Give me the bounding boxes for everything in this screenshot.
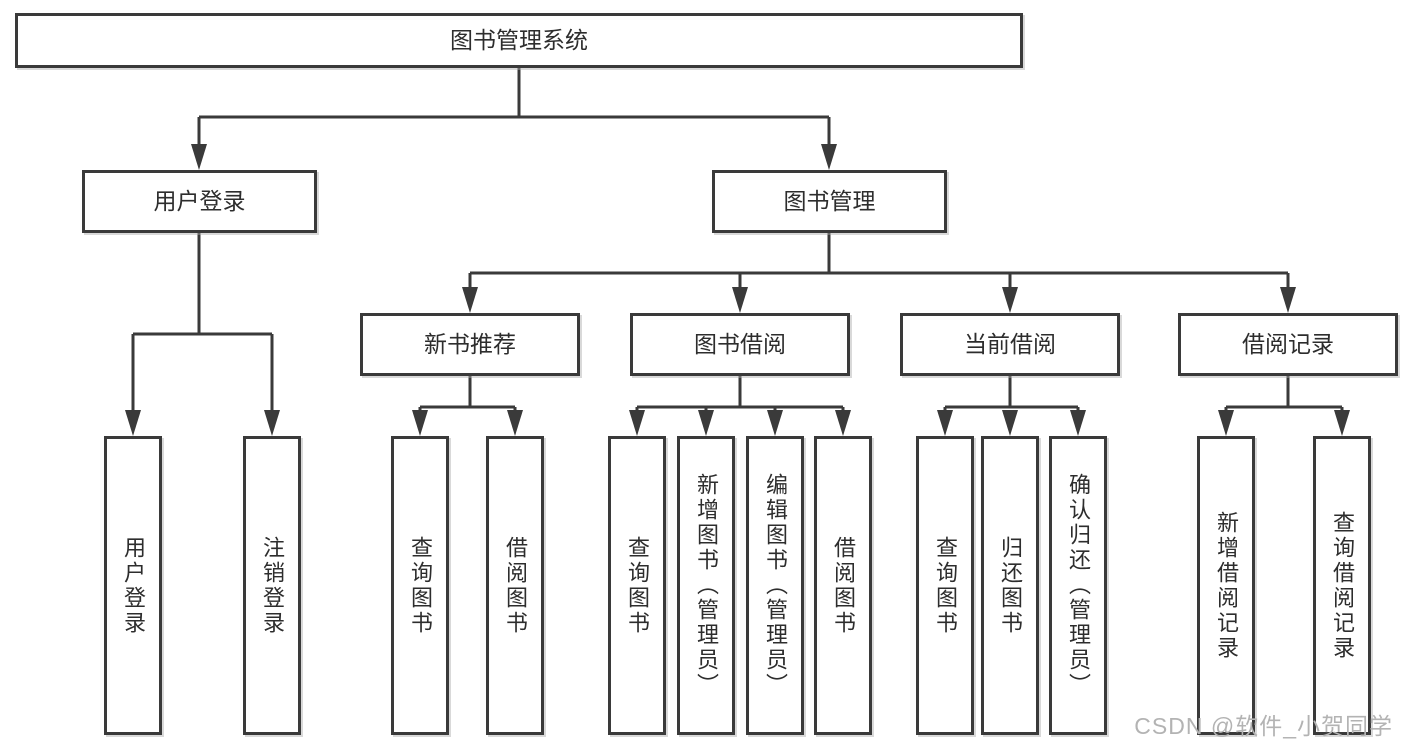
leaf-logout-label: 注销登录 [260, 535, 285, 636]
leaf-add-books-admin: 新增图书（管理员） [677, 436, 735, 735]
node-book-borrow: 图书借阅 [630, 313, 850, 376]
node-borrow-records: 借阅记录 [1178, 313, 1398, 376]
leaf-logout: 注销登录 [243, 436, 301, 735]
leaf-query-books-current-label: 查询图书 [933, 535, 958, 636]
leaf-confirm-return-admin: 确认归还（管理员） [1049, 436, 1107, 735]
node-user-login-label: 用户登录 [153, 188, 246, 214]
node-book-management: 图书管理 [712, 170, 947, 233]
leaf-user-login-label: 用户登录 [121, 535, 146, 636]
leaf-add-books-admin-label: 新增图书（管理员） [694, 473, 719, 698]
leaf-query-borrow-record-label: 查询借阅记录 [1330, 510, 1355, 661]
leaf-add-borrow-record-label: 新增借阅记录 [1214, 510, 1239, 661]
leaf-query-books-recommend-label: 查询图书 [408, 535, 433, 636]
node-new-book-recommend-label: 新书推荐 [424, 331, 516, 357]
leaf-query-borrow-record: 查询借阅记录 [1313, 436, 1371, 735]
leaf-borrow-books-recommend: 借阅图书 [486, 436, 544, 735]
node-root: 图书管理系统 [15, 13, 1023, 68]
leaf-edit-books-admin-label: 编辑图书（管理员） [763, 473, 788, 698]
watermark: CSDN @软件_小贺同学 [1134, 713, 1393, 739]
leaf-query-books-borrow-label: 查询图书 [625, 535, 650, 636]
node-borrow-records-label: 借阅记录 [1242, 331, 1334, 357]
node-book-borrow-label: 图书借阅 [694, 331, 786, 357]
leaf-add-borrow-record: 新增借阅记录 [1197, 436, 1255, 735]
leaf-confirm-return-admin-label: 确认归还（管理员） [1066, 473, 1091, 698]
arrowheads [125, 144, 1350, 436]
node-user-login: 用户登录 [82, 170, 317, 233]
leaf-user-login: 用户登录 [104, 436, 162, 735]
node-current-borrow-label: 当前借阅 [964, 331, 1056, 357]
leaf-query-books-borrow: 查询图书 [608, 436, 666, 735]
leaf-edit-books-admin: 编辑图书（管理员） [746, 436, 804, 735]
leaf-return-books: 归还图书 [981, 436, 1039, 735]
leaf-borrow-books-borrow-label: 借阅图书 [831, 535, 856, 636]
node-book-management-label: 图书管理 [783, 188, 876, 214]
leaf-borrow-books-borrow: 借阅图书 [814, 436, 872, 735]
node-current-borrow: 当前借阅 [900, 313, 1120, 376]
leaf-borrow-books-recommend-label: 借阅图书 [503, 535, 528, 636]
leaf-query-books-current: 查询图书 [916, 436, 974, 735]
node-new-book-recommend: 新书推荐 [360, 313, 580, 376]
leaf-return-books-label: 归还图书 [998, 535, 1023, 636]
leaf-query-books-recommend: 查询图书 [391, 436, 449, 735]
node-root-label: 图书管理系统 [450, 27, 588, 53]
